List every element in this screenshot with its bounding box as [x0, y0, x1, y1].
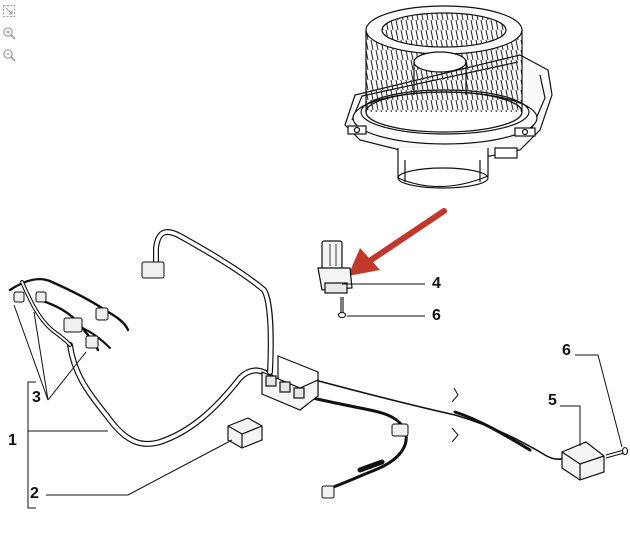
zoom-out-icon[interactable]	[2, 48, 16, 62]
wiring-harness-part	[8, 229, 567, 492]
blower-motor-part	[344, 5, 553, 189]
fit-page-icon[interactable]	[2, 4, 16, 18]
callout-5: 5	[548, 392, 557, 409]
callout-2: 2	[30, 485, 39, 502]
callout-4: 4	[432, 275, 441, 292]
screw-part-right	[605, 446, 629, 459]
control-module-part	[561, 441, 605, 481]
break-marks	[451, 387, 459, 443]
zoom-toolbar	[2, 4, 18, 70]
harness-connectors	[13, 261, 409, 499]
callout-3: 3	[32, 389, 41, 406]
zoom-in-icon[interactable]	[2, 26, 16, 40]
screw-part	[337, 297, 347, 319]
highlight-arrow	[348, 208, 447, 276]
leader-lines	[13, 283, 623, 509]
junction-module	[261, 355, 319, 411]
callout-6-right: 6	[562, 342, 571, 359]
callout-1: 1	[8, 432, 17, 449]
relay-part	[227, 417, 263, 449]
resistor-part	[317, 240, 353, 294]
callout-6-top: 6	[432, 307, 441, 324]
